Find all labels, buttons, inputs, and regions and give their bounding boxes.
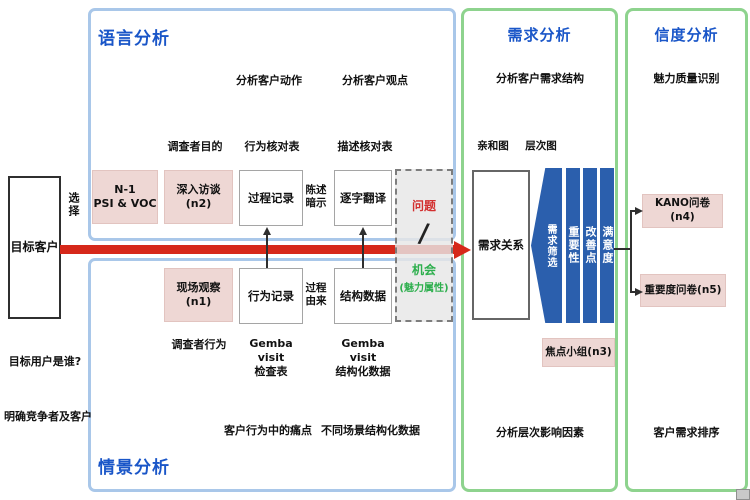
kano-survey-label: KANO问卷(n4): [655, 197, 710, 223]
structured-to-verbatim-connector: [362, 234, 364, 268]
language-panel-title: 语言分析: [98, 29, 170, 49]
n1-label: N-1: [114, 182, 136, 196]
process-origin-label: 过程 由来: [305, 282, 327, 308]
kano-survey-box: KANO问卷(n4): [642, 194, 723, 228]
opportunity-label: 机会: [411, 263, 436, 277]
process-record-box: 过程记录: [239, 170, 303, 226]
demand-relation-label: 需求关系: [478, 237, 524, 252]
investigator-purpose-label: 调查者目的: [167, 140, 223, 153]
language-analysis-panel: [88, 8, 456, 241]
hierarchy-factors-label: 分析层次影响因素: [496, 426, 584, 439]
investigator-behavior-label: 调查者行为: [171, 338, 227, 351]
problem-opportunity-box: 问题 / 机会 (魅力属性): [395, 169, 453, 322]
main-flow-arrowhead: [454, 240, 471, 259]
demand-filter-label: 需求筛选: [545, 223, 556, 268]
psi-voc-label: PSI & VOC: [93, 197, 157, 210]
target-customer-box: 目标客户: [8, 176, 61, 319]
select-label: 选择: [67, 192, 80, 218]
attractive-quality-label: 魅力质量识别: [653, 72, 720, 85]
statement-hint-label: 陈述 暗示: [305, 184, 327, 210]
kano-connector: [630, 210, 636, 212]
slash-divider: /: [416, 218, 431, 250]
focus-group-box: 焦点小组(n3): [542, 338, 615, 367]
improvement-bar: 改善点: [583, 168, 597, 323]
structured-data-box: 结构数据: [334, 268, 392, 324]
in-depth-interview-label: 深入访谈(n2): [176, 182, 221, 210]
hierarchy-diagram-label: 层次图: [525, 140, 557, 152]
demand-panel-title: 需求分析: [507, 26, 572, 44]
scene-structured-data-label: 不同场景结构化数据: [321, 424, 420, 437]
bars-to-surveys-connector-h: [614, 248, 632, 250]
behavior-record-box: 行为记录: [239, 268, 303, 324]
field-observation-label: 现场观察(n1): [176, 280, 221, 308]
demand-relation-box: 需求关系: [472, 170, 530, 320]
problem-label: 问题: [411, 199, 436, 213]
structured-to-verbatim-arrowhead: [359, 227, 367, 235]
demand-structure-label: 分析客户需求结构: [496, 72, 584, 85]
kano-connector-arrowhead: [635, 207, 643, 215]
main-flow-arrow: [60, 245, 456, 254]
gemba-structured-label: Gemba visit 结构化数据: [335, 337, 391, 378]
importance-survey-connector: [630, 291, 636, 293]
behavior-record-label: 行为记录: [248, 288, 294, 303]
field-observation-box: 现场观察(n1): [164, 268, 233, 322]
importance-survey-box: 重要度问卷(n5): [640, 274, 726, 307]
target-customer-label: 目标客户: [10, 239, 59, 254]
structured-data-label: 结构数据: [340, 288, 386, 303]
affinity-diagram-label: 亲和图: [477, 140, 509, 152]
behavior-to-process-connector: [266, 234, 268, 268]
analyze-customer-action-label: 分析客户动作: [236, 74, 302, 87]
focus-group-label: 焦点小组(n3): [545, 345, 612, 358]
scenario-analysis-panel: [88, 258, 456, 492]
reliability-analysis-panel: [625, 8, 748, 492]
description-checklist-label: 描述核对表: [337, 140, 393, 153]
importance-bar: 重要性: [566, 168, 580, 323]
behavior-to-process-arrowhead: [263, 227, 271, 235]
behavior-checklist-label: 行为核对表: [244, 140, 300, 153]
bars-to-surveys-connector-v: [630, 210, 632, 293]
process-record-label: 过程记录: [248, 190, 294, 205]
n1-psi-voc-box: N-1 PSI & VOC: [92, 170, 158, 224]
question-competitors-label: 明确竞争者及客户: [4, 410, 92, 423]
reliability-panel-title: 信度分析: [654, 26, 719, 44]
analyze-customer-viewpoint-label: 分析客户观点: [342, 74, 408, 87]
scenario-panel-title: 情景分析: [98, 458, 170, 478]
importance-survey-label: 重要度问卷(n5): [644, 283, 722, 296]
verbatim-translation-label: 逐字翻译: [340, 190, 386, 205]
importance-survey-arrowhead: [635, 288, 643, 296]
verbatim-translation-box: 逐字翻译: [334, 170, 392, 226]
in-depth-interview-box: 深入访谈(n2): [164, 170, 233, 224]
gemba-checklist-label: Gemba visit 检查表: [249, 337, 293, 378]
opportunity-attr-label: (魅力属性): [399, 283, 449, 294]
satisfaction-bar: 满意度: [600, 168, 614, 323]
demand-ranking-label: 客户需求排序: [653, 426, 720, 439]
corner-handle: [736, 489, 750, 500]
pain-points-label: 客户行为中的痛点: [224, 424, 312, 437]
question-who-label: 目标用户是谁?: [8, 355, 82, 368]
